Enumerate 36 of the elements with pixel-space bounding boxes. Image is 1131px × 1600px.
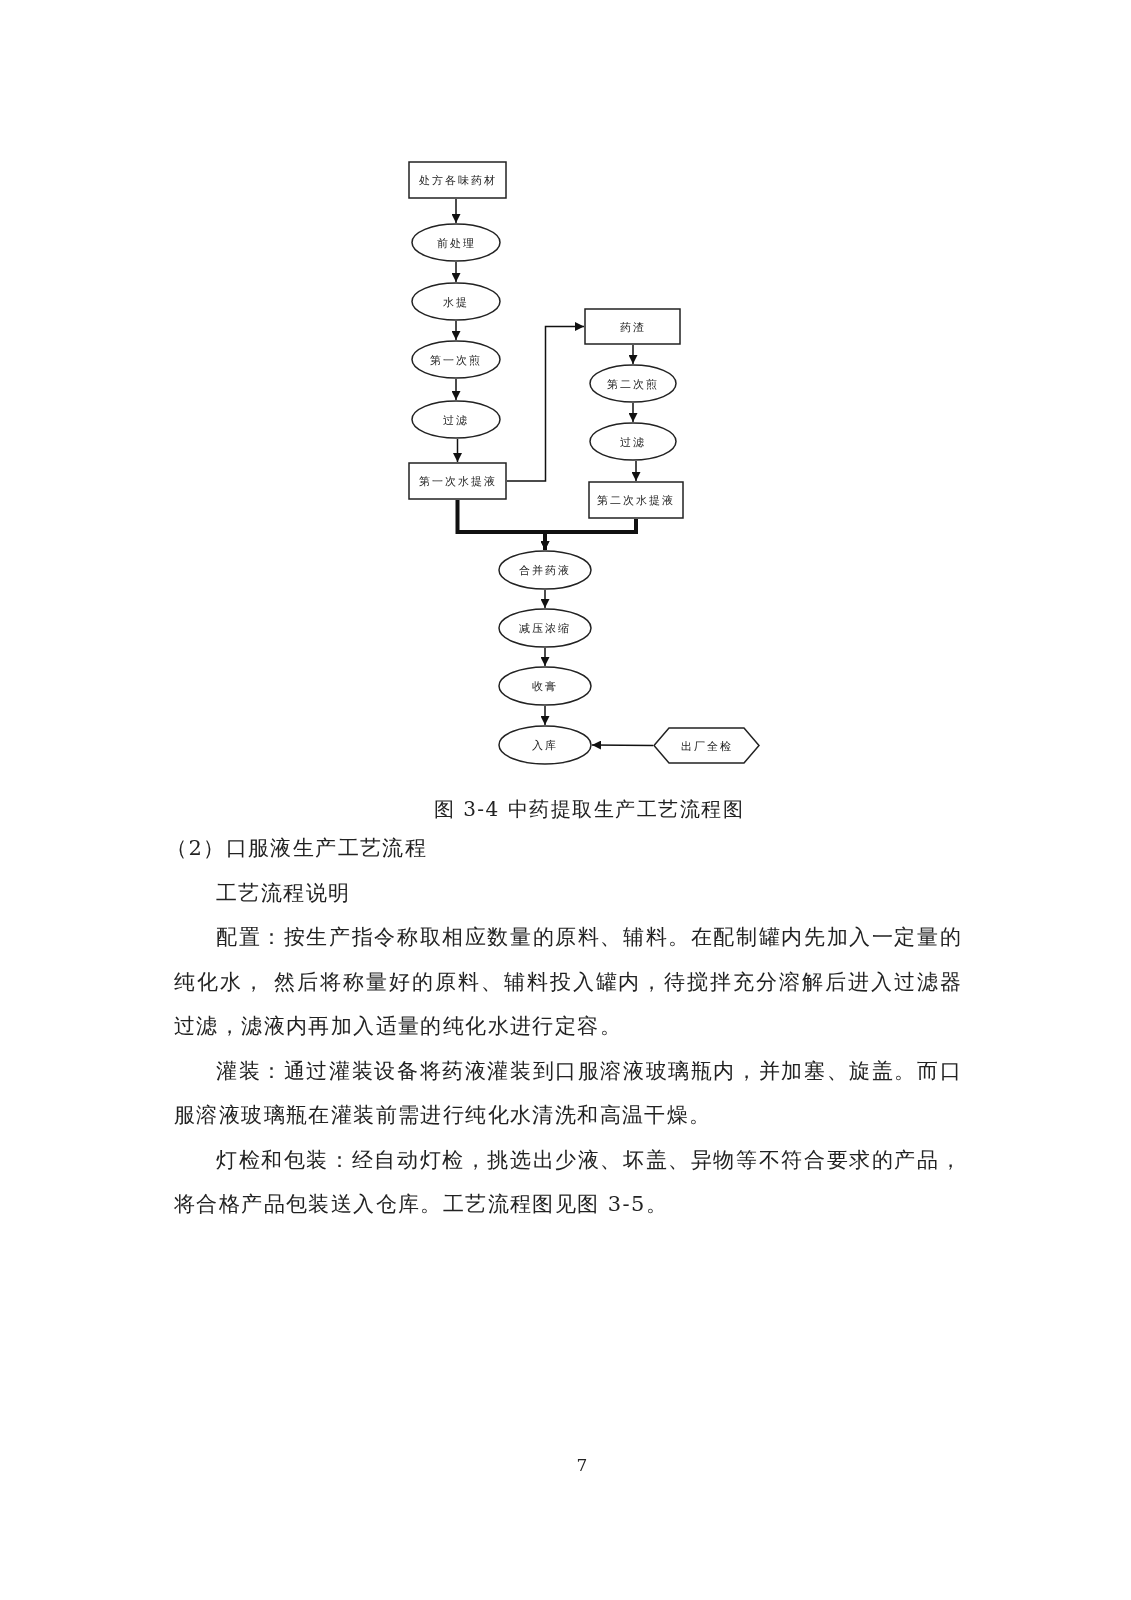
process-box: 第一次水提液: [408, 462, 507, 500]
subheading: 工艺流程说明: [215, 879, 352, 907]
process-ellipse: 第一次煎: [411, 340, 501, 379]
process-ellipse: 合并药液: [498, 550, 592, 590]
arrow: [453, 438, 462, 463]
process-ellipse: 过滤: [411, 400, 501, 439]
process-ellipse: 减压浓缩: [498, 608, 592, 648]
section-heading: （2）口服液生产工艺流程: [166, 835, 429, 862]
arrow: [591, 740, 654, 750]
page-number: 7: [575, 1455, 589, 1475]
paragraph: 灌装：通过灌装设备将药液灌装到口服溶液玻璃瓶内，并加塞、旋盖。而口服溶液玻璃瓶在灌装前需进行纯化水清洗和高温干燥。: [174, 1057, 962, 1129]
inspection-hexagon: 出厂全检: [653, 727, 760, 764]
arrow: [451, 378, 461, 401]
arrow: [506, 322, 585, 482]
process-box: 第二次水提液: [588, 481, 684, 519]
arrow: [628, 344, 638, 365]
arrow: [540, 589, 550, 609]
arrow: [540, 519, 638, 550]
arrow: [540, 705, 550, 726]
arrow: [631, 460, 641, 482]
figure-caption: 图 3-4 中药提取生产工艺流程图: [432, 796, 746, 823]
process-ellipse: 过滤: [589, 422, 677, 461]
arrow: [451, 261, 461, 283]
process-ellipse: 入库: [498, 725, 592, 765]
process-box: 处方各味药材: [408, 161, 507, 199]
arrow: [451, 198, 461, 224]
process-ellipse: 水提: [411, 282, 501, 321]
process-ellipse: 前处理: [411, 223, 501, 262]
arrow: [540, 647, 550, 667]
paragraph: 灯检和包装：经自动灯检，挑选出少液、坏盖、异物等不符合要求的产品，将合格产品包装送入仓库。工艺流程图见图 3-5。: [174, 1146, 962, 1218]
process-ellipse: 收膏: [498, 666, 592, 706]
process-box: 药渣: [584, 308, 681, 345]
process-ellipse: 第二次煎: [589, 364, 677, 403]
paragraph: 配置：按生产指令称取相应数量的原料、辅料。在配制罐内先加入一定量的纯化水， 然后将称量好的原料、辅料投入罐内，待搅拌充分溶解后进入过滤器过滤，滤液内再加入适量的纯化水进行定容。: [174, 924, 962, 1040]
arrow: [628, 402, 638, 423]
arrow: [451, 320, 461, 341]
